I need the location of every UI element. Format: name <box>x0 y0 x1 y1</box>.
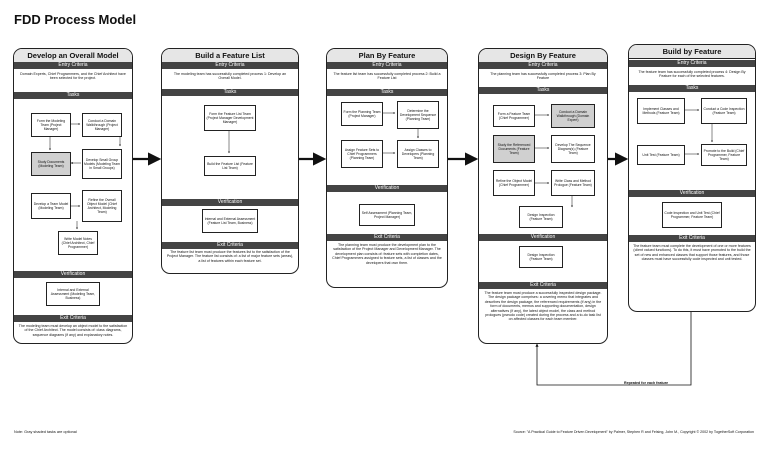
task-box: Unit Test (Feature Team) <box>637 145 685 165</box>
footer-source: Source: "A Practical Guide to Feature Dr… <box>513 430 754 434</box>
verification-box: Self Assessment (Planning Team, Project … <box>359 204 415 226</box>
exit-criteria-text: The modeling team must develop an object… <box>18 324 128 337</box>
process-build-by-feature: Build by Feature Entry Criteria The feat… <box>628 44 756 312</box>
verification-box: Internal and External Assessment (Modeli… <box>46 282 100 306</box>
entry-criteria-text: The planning team has successfully compl… <box>490 72 596 81</box>
exit-criteria-header: Exit Criteria <box>14 315 132 322</box>
task-box: Conduct a Domain Walkthrough (Project Ma… <box>82 113 122 137</box>
tasks-header: Tasks <box>479 87 607 94</box>
task-box: Form the Feature List Team (Project Mana… <box>204 105 256 131</box>
task-box: Implement Classes and Methods (Feature T… <box>637 98 685 124</box>
task-box: Design Inspection (Feature Team) <box>519 206 563 228</box>
exit-criteria-header: Exit Criteria <box>629 235 755 242</box>
exit-criteria-text: The feature team must complete the devel… <box>633 244 751 262</box>
repeat-loop-arrow <box>535 312 692 386</box>
entry-criteria-header: Entry Criteria <box>14 62 132 69</box>
task-box: Refine the Overall Object Model (Chief A… <box>82 190 122 222</box>
exit-criteria-header: Exit Criteria <box>162 242 298 249</box>
verification-box: Design Inspection (Feature Team) <box>519 246 563 268</box>
exit-criteria-text: The planning team must produce the devel… <box>332 243 442 265</box>
exit-criteria-text: The feature team must produce a successf… <box>484 291 602 322</box>
task-box: Develop The Sequence Diagram(s) (Feature… <box>551 135 595 163</box>
task-flow-col3 <box>383 112 419 154</box>
verification-header: Verification <box>162 199 298 206</box>
task-box: Refine the Object Model (Chief Programme… <box>493 170 535 196</box>
tasks-header: Tasks <box>629 85 755 92</box>
verification-header: Verification <box>479 234 607 241</box>
task-box-optional: Study the Referenced Documents (Feature … <box>493 135 535 163</box>
task-box: Write Class and Method Prologue (Feature… <box>551 170 595 196</box>
task-box: Promote to the Build (Chief Programmer, … <box>701 144 747 166</box>
verification-box: Code Inspection and Unit Test (Chief Pro… <box>662 202 722 228</box>
exit-criteria-text: The feature list team must produce the f… <box>166 250 294 263</box>
process-design-by-feature: Design By Feature Entry Criteria The pla… <box>478 48 608 344</box>
verification-header: Verification <box>327 185 447 192</box>
entry-criteria-header: Entry Criteria <box>629 60 755 67</box>
process-title: Build by Feature <box>629 45 755 59</box>
task-box: Develop Small Group Models (Modeling Tea… <box>82 149 122 179</box>
tasks-header: Tasks <box>14 92 132 99</box>
task-box: Assign Classes to Developers (Planning T… <box>397 140 439 168</box>
entry-criteria-text: The feature team has successfully comple… <box>638 70 746 79</box>
task-box: Conduct a Code Inspection (Feature Team) <box>701 98 747 124</box>
tasks-header: Tasks <box>162 89 298 96</box>
exit-criteria-header: Exit Criteria <box>327 234 447 241</box>
verification-box: Internal and External Assessment (Featur… <box>202 209 258 233</box>
verification-header: Verification <box>14 271 132 278</box>
page-title: FDD Process Model <box>14 12 137 27</box>
entry-criteria-text: The feature list team has successfully c… <box>333 72 441 81</box>
task-flow-col4 <box>535 114 573 208</box>
verification-header: Verification <box>629 190 755 197</box>
entry-criteria-text: Domain Experts, Chief Programmers, and t… <box>20 72 126 81</box>
entry-criteria-text: The modeling team has successfully compl… <box>173 72 287 81</box>
task-box: Write Model Notes (Chief Architect, Chie… <box>58 231 98 255</box>
repeat-label: Repeated for each feature <box>624 381 669 385</box>
entry-criteria-header: Entry Criteria <box>162 62 298 69</box>
task-box-optional: Study Documents (Modeling Team) <box>31 152 71 176</box>
tasks-header: Tasks <box>327 89 447 96</box>
footer-note: Note: Gray shaded tasks are optional <box>14 430 77 434</box>
entry-criteria-header: Entry Criteria <box>479 62 607 69</box>
task-flow-col1 <box>49 123 121 230</box>
entry-criteria-header: Entry Criteria <box>327 62 447 69</box>
task-box: Assign Feature Sets to Chief Programmers… <box>341 140 383 168</box>
task-box: Form the Modeling Team (Project Manager) <box>31 113 71 137</box>
exit-criteria-header: Exit Criteria <box>479 282 607 289</box>
task-box: Build the Feature List (Feature List Tea… <box>204 156 256 176</box>
task-flow-col5 <box>685 109 713 155</box>
process-build-feature-list: Build a Feature List Entry Criteria The … <box>161 48 299 274</box>
task-box: Form the Planning Team (Project Manager) <box>341 102 383 126</box>
task-box: Form a Feature Team (Chief Programmer) <box>493 105 535 127</box>
process-plan-by-feature: Plan By Feature Entry Criteria The featu… <box>326 48 448 288</box>
task-box: Determine the Development Sequence (Plan… <box>397 101 439 129</box>
process-develop-overall-model: Develop an Overall Model Entry Criteria … <box>13 48 133 344</box>
task-box-optional: Conduct a Domain Walkthrough (Domain Exp… <box>551 104 595 128</box>
task-box: Develop a Team Model (Modeling Team) <box>31 193 71 219</box>
